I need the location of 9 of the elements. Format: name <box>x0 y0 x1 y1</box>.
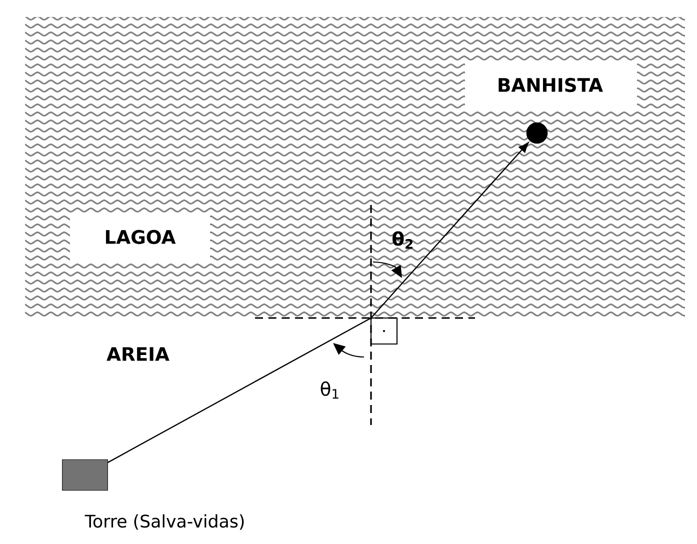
node-caption: Torre (Salva-vidas) <box>84 514 244 530</box>
tower-box <box>62 459 108 491</box>
arrow <box>108 142 529 463</box>
angle-label: θ$_{2}$ <box>392 231 412 249</box>
region-label: AREIA <box>106 347 170 361</box>
region-label: LAGOA <box>106 230 176 244</box>
angle-label: θ$_{1}$ <box>320 381 338 399</box>
node-caption: BANHISTA <box>498 78 603 92</box>
swimmer-dot <box>526 122 548 144</box>
